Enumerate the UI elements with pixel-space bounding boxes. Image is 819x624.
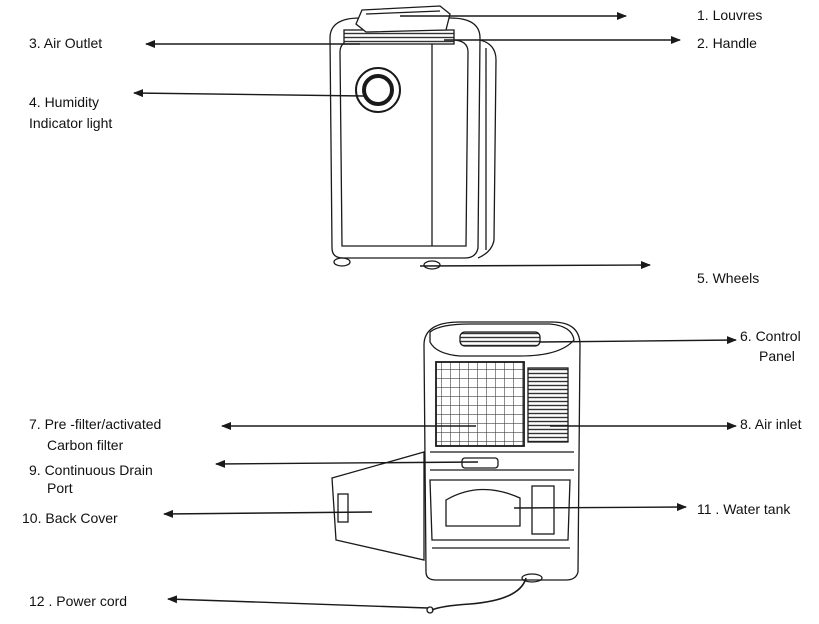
front-unit bbox=[329, 5, 497, 270]
arrow-control-panel bbox=[539, 336, 737, 345]
prefilter-grid bbox=[435, 361, 525, 447]
handle-shape bbox=[355, 5, 451, 33]
label-air-outlet: 3. Air Outlet bbox=[29, 35, 103, 51]
louvres-grille bbox=[343, 29, 455, 45]
control-panel-top bbox=[429, 323, 575, 357]
leader-lines bbox=[133, 12, 737, 609]
front-body bbox=[329, 17, 481, 259]
air-inlet-slats bbox=[527, 367, 569, 443]
power-cord-line bbox=[431, 577, 527, 611]
front-wheel-right bbox=[423, 260, 441, 270]
arrow-water-tank bbox=[513, 503, 687, 512]
label-power-cord: 12 . Power cord bbox=[29, 593, 128, 609]
front-wheel-left bbox=[333, 257, 351, 267]
back-unit bbox=[331, 321, 581, 614]
water-tank-shape bbox=[429, 479, 571, 541]
arrow-back-cover bbox=[163, 509, 373, 518]
arrow-power-cord bbox=[167, 595, 429, 609]
label-louvres: 1. Louvres bbox=[697, 7, 763, 23]
arrow-wheels bbox=[419, 261, 651, 270]
label-wheels: 5. Wheels bbox=[697, 270, 760, 286]
back-cover-door bbox=[331, 451, 425, 561]
humidity-indicator-ring bbox=[355, 67, 401, 113]
label-back-cover: 10. Back Cover bbox=[22, 510, 118, 526]
label-drain-line2: Port bbox=[47, 480, 73, 496]
drain-port bbox=[461, 457, 499, 469]
label-control-line1: 6. Control bbox=[740, 328, 801, 344]
label-drain-line1: 9. Continuous Drain bbox=[29, 462, 153, 478]
label-control-line2: Panel bbox=[759, 348, 795, 364]
label-prefilter-line2: Carbon filter bbox=[47, 437, 124, 453]
label-prefilter-line1: 7. Pre -filter/activated bbox=[29, 416, 162, 432]
arrow-humidity bbox=[133, 89, 365, 98]
back-body bbox=[423, 321, 581, 581]
label-humidity-line1: 4. Humidity bbox=[29, 94, 100, 110]
label-water-tank: 11 . Water tank bbox=[697, 501, 791, 517]
label-air-inlet: 8. Air inlet bbox=[740, 416, 802, 432]
label-handle: 2. Handle bbox=[697, 35, 757, 51]
label-humidity-line2: Indicator light bbox=[29, 115, 113, 131]
arrow-drain-port bbox=[215, 459, 479, 468]
